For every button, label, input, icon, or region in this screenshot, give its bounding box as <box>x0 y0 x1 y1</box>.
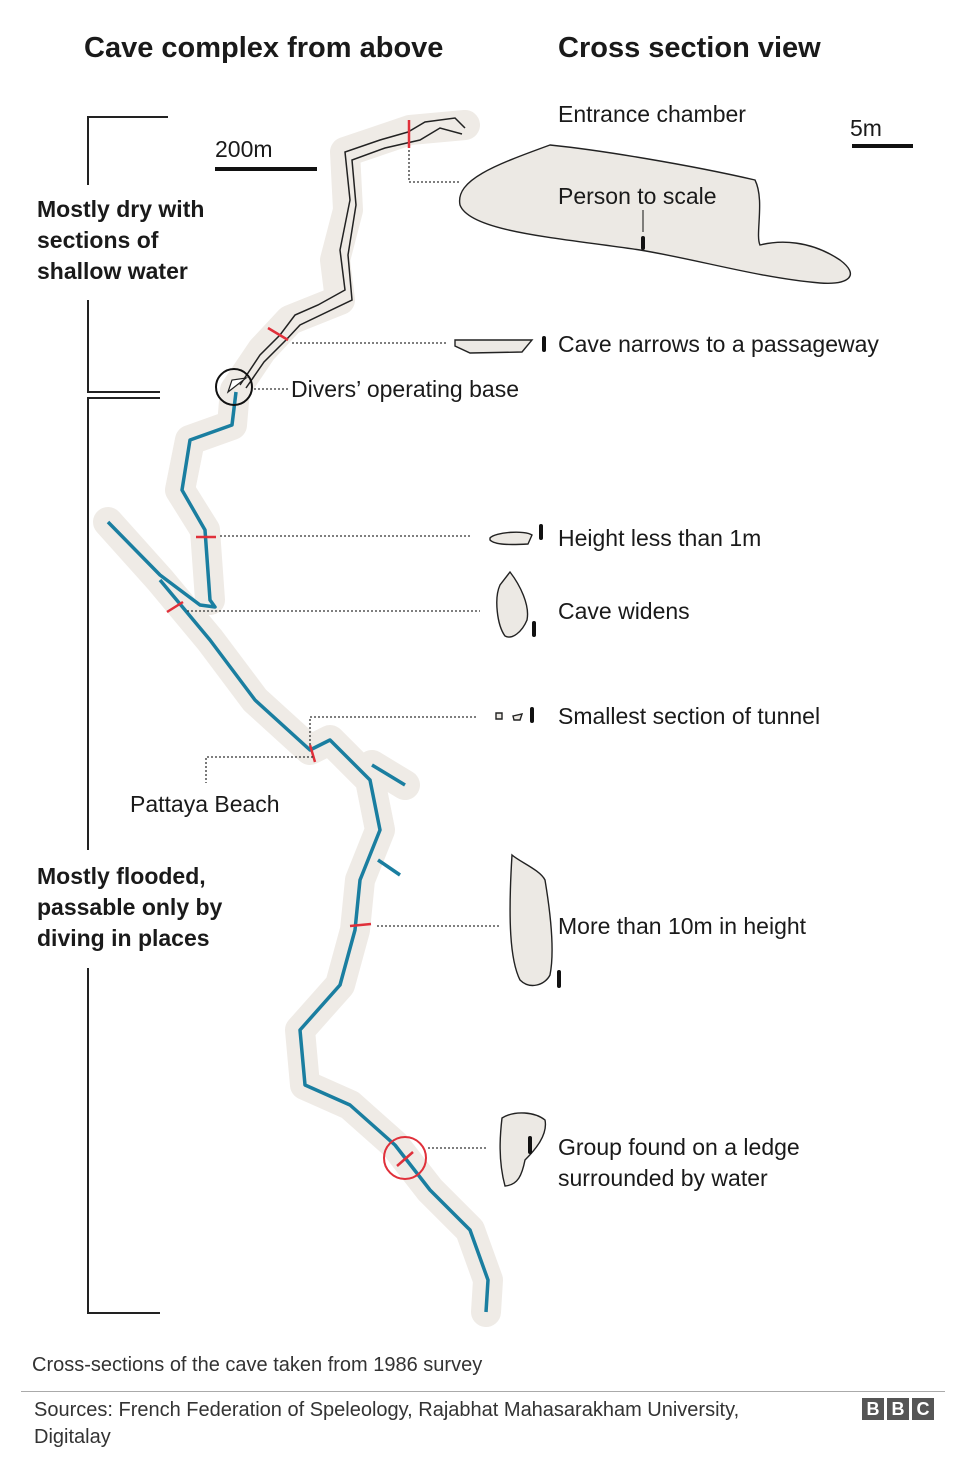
section-scale-label: 5m <box>850 115 882 141</box>
logo-letter: B <box>862 1398 884 1420</box>
cross-sections <box>454 144 852 1187</box>
caption: Cross-sections of the cave taken from 19… <box>32 1354 483 1376</box>
bbc-logo: B B C <box>862 1398 934 1420</box>
cave-halo <box>93 110 503 1327</box>
dry-zone-line: shallow water <box>37 258 188 284</box>
sources-line: Digitalay <box>34 1426 111 1448</box>
widens-section <box>496 570 529 638</box>
dry-bracket <box>87 116 168 393</box>
pattaya-beach-label: Pattaya Beach <box>130 791 280 817</box>
flooded-zone-line: passable only by <box>37 894 223 920</box>
leader-lines <box>187 150 500 1149</box>
group-label-line: surrounded by water <box>558 1165 768 1191</box>
divers-base-marker <box>215 368 253 406</box>
dry-zone-line: Mostly dry with <box>37 196 205 222</box>
flooded-zone-line: Mostly flooded, <box>37 863 206 889</box>
cave-diagram <box>87 110 913 1327</box>
right-title: Cross section view <box>558 32 821 64</box>
dry-zone-line: sections of <box>37 227 159 253</box>
map-scale-label: 200m <box>215 136 273 162</box>
footer: Cross-sections of the cave taken from 19… <box>0 1340 978 1466</box>
section-markers <box>166 120 414 1167</box>
smallest-section-b <box>512 713 524 721</box>
dry-passage <box>239 117 466 389</box>
zone-brackets <box>87 116 168 1314</box>
narrows-section <box>454 339 534 354</box>
tall-section <box>509 853 553 987</box>
person-icons <box>528 210 645 1154</box>
flooded-bracket <box>87 397 160 1314</box>
group-label: Group found on a ledge surrounded by wat… <box>558 1132 800 1194</box>
flooded-zone-label: Mostly flooded, passable only by diving … <box>37 861 222 954</box>
low-section <box>489 531 533 546</box>
flooded-passage <box>106 391 490 1313</box>
logo-letter: C <box>912 1398 934 1420</box>
flooded-zone-line: diving in places <box>37 925 210 951</box>
smallest-label: Smallest section of tunnel <box>558 703 821 729</box>
divers-base-label: Divers’ operating base <box>291 376 519 402</box>
tall-label: More than 10m in height <box>558 913 807 939</box>
entrance-chamber-label: Entrance chamber <box>558 101 746 127</box>
entrance-chamber-section <box>458 144 852 284</box>
footer-divider <box>21 1391 945 1392</box>
sources-line: Sources: French Federation of Speleology… <box>34 1399 740 1421</box>
dry-zone-label: Mostly dry with sections of shallow wate… <box>37 194 204 287</box>
ledge-section <box>499 1112 547 1187</box>
logo-letter: B <box>887 1398 909 1420</box>
left-title: Cave complex from above <box>84 32 444 64</box>
height-label: Height less than 1m <box>558 525 762 551</box>
widens-label: Cave widens <box>558 598 690 624</box>
group-label-line: Group found on a ledge <box>558 1134 800 1160</box>
sources: Sources: French Federation of Speleology… <box>34 1397 739 1451</box>
narrows-label: Cave narrows to a passageway <box>558 331 879 357</box>
person-to-scale-label: Person to scale <box>558 183 717 209</box>
smallest-section-a <box>495 712 503 720</box>
group-location-marker <box>383 1136 427 1180</box>
